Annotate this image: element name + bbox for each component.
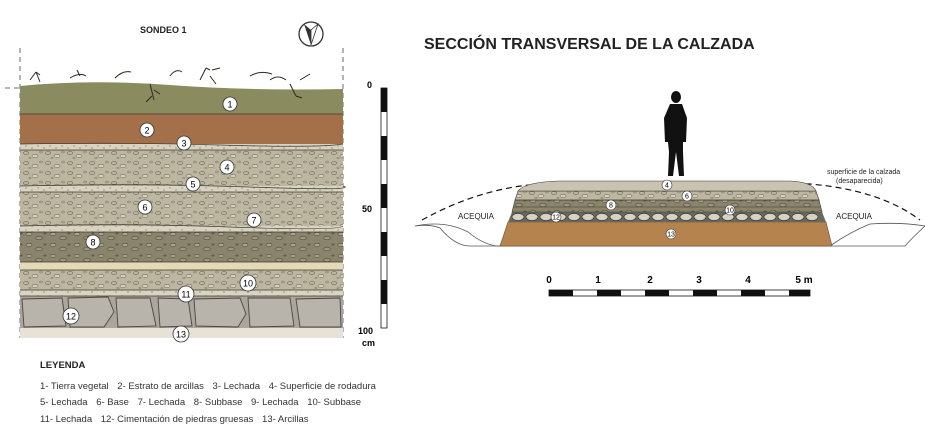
surface-note: superficie de la calzada bbox=[827, 169, 900, 176]
svg-text:8: 8 bbox=[90, 238, 95, 248]
legend-item: 4- Superficie de rodadura bbox=[268, 380, 376, 392]
scale-label-4: 4 bbox=[745, 275, 751, 286]
layer-subbase-10 bbox=[20, 270, 343, 290]
legend-item: 3- Lechada bbox=[212, 380, 261, 392]
layer-lechada-7 bbox=[20, 226, 343, 232]
svg-text:11: 11 bbox=[181, 290, 190, 300]
legend-item: 13- Arcillas bbox=[262, 413, 309, 425]
svg-text:2: 2 bbox=[144, 126, 149, 136]
roots bbox=[29, 67, 311, 103]
layer-label-1: 1 bbox=[222, 96, 238, 112]
person-silhouette-icon bbox=[664, 91, 687, 176]
svg-text:6: 6 bbox=[685, 194, 689, 201]
layer-label-12: 12 bbox=[62, 307, 80, 325]
legend-row-3: 11- Lechada 12- Cimentación de piedras g… bbox=[40, 412, 382, 429]
legend-item: 1- Tierra vegetal bbox=[40, 380, 109, 392]
svg-text:7: 7 bbox=[251, 216, 256, 226]
legend-row-2: 5- Lechada 6- Base 7- Lechada 8- Subbase… bbox=[40, 395, 382, 412]
svg-text:4: 4 bbox=[665, 183, 669, 190]
svg-text:6: 6 bbox=[142, 203, 147, 213]
section-label-4: 4 bbox=[661, 179, 673, 191]
layer-lechada-5 bbox=[20, 186, 343, 192]
depth-scale: 0 50 100 cm bbox=[358, 80, 388, 348]
section-label-13: 13 bbox=[665, 228, 677, 240]
layer-subbase-8 bbox=[20, 232, 343, 262]
scale-label-2: 2 bbox=[647, 275, 653, 286]
legend-item: 6- Base bbox=[96, 397, 129, 409]
layer-lechada-9 bbox=[20, 262, 343, 270]
legend-item: 12- Cimentación de piedras gruesas bbox=[100, 413, 254, 425]
surface-note-2: (desaparecida) bbox=[836, 178, 883, 185]
svg-text:10: 10 bbox=[726, 208, 734, 215]
left-ditch-label: ACEQUIA bbox=[458, 212, 495, 221]
section-label-6: 6 bbox=[681, 190, 693, 202]
meter-scale: 0 1 2 3 4 5 m bbox=[546, 275, 813, 297]
scale-label-1: 1 bbox=[595, 275, 601, 286]
layer-label-5: 5 bbox=[185, 176, 201, 192]
legend-row-1: 1- Tierra vegetal 2- Estrato de arcillas… bbox=[40, 379, 382, 396]
scale-label-5: 5 m bbox=[795, 275, 812, 286]
scale-label-0: 0 bbox=[546, 275, 552, 286]
layer-label-8: 8 bbox=[85, 234, 101, 250]
legend-item: 2- Estrato de arcillas bbox=[117, 380, 204, 392]
legend-item: 5- Lechada bbox=[40, 397, 88, 409]
section-label-10: 10 bbox=[724, 204, 736, 216]
legend-item: 9- Lechada bbox=[251, 397, 299, 409]
svg-text:12: 12 bbox=[552, 215, 560, 222]
svg-text:3: 3 bbox=[181, 139, 186, 149]
svg-text:4: 4 bbox=[224, 163, 229, 173]
layer-label-10: 10 bbox=[239, 274, 257, 292]
legend-item: 8- Subbase bbox=[193, 397, 243, 409]
svg-text:1: 1 bbox=[227, 100, 232, 110]
layer-label-13: 13 bbox=[172, 325, 190, 343]
legend-item: 11- Lechada bbox=[40, 413, 93, 425]
road-section bbox=[499, 180, 833, 247]
layer-label-4: 4 bbox=[219, 159, 235, 175]
layer-label-2: 2 bbox=[139, 122, 155, 138]
svg-text:8: 8 bbox=[609, 203, 613, 210]
svg-text:12: 12 bbox=[66, 312, 76, 322]
layer-topsoil bbox=[20, 82, 343, 114]
sondeo-title: SONDEO 1 bbox=[140, 25, 187, 35]
layer-base bbox=[20, 192, 343, 226]
road-subbase bbox=[511, 199, 823, 213]
legend-item: 7- Lechada bbox=[137, 397, 186, 409]
section-label-12: 12 bbox=[550, 211, 562, 223]
depth-unit: cm bbox=[362, 338, 375, 348]
section-layer-labels: 4 6 8 10 12 13 bbox=[550, 179, 736, 240]
road-base bbox=[514, 190, 820, 201]
layer-rodadura bbox=[20, 150, 343, 186]
svg-text:13: 13 bbox=[667, 232, 675, 239]
depth-label-100: 100 bbox=[358, 326, 373, 336]
sondeo-layer-labels: 1 2 3 4 5 6 7 8 10 11 12 13 bbox=[62, 96, 262, 343]
layer-label-3: 3 bbox=[176, 135, 192, 151]
right-ditch-label: ACEQUIA bbox=[836, 212, 873, 221]
section-label-8: 8 bbox=[605, 199, 617, 211]
svg-text:10: 10 bbox=[243, 279, 253, 289]
section-title: SECCIÓN TRANSVERSAL DE LA CALZADA bbox=[424, 34, 755, 53]
svg-text:13: 13 bbox=[176, 330, 186, 340]
layer-label-6: 6 bbox=[137, 199, 153, 215]
depth-label-0: 0 bbox=[367, 80, 372, 90]
legend-title: LEYENDA bbox=[40, 360, 86, 371]
scale-label-3: 3 bbox=[696, 275, 702, 286]
layer-label-11: 11 bbox=[177, 285, 195, 303]
svg-text:5: 5 bbox=[190, 180, 195, 190]
layer-label-7: 7 bbox=[246, 212, 262, 228]
legend: LEYENDA 1- Tierra vegetal 2- Estrato de … bbox=[40, 358, 382, 428]
depth-label-50: 50 bbox=[362, 204, 372, 214]
legend-item: 10- Subbase bbox=[307, 397, 362, 409]
north-arrow-icon bbox=[298, 21, 324, 47]
